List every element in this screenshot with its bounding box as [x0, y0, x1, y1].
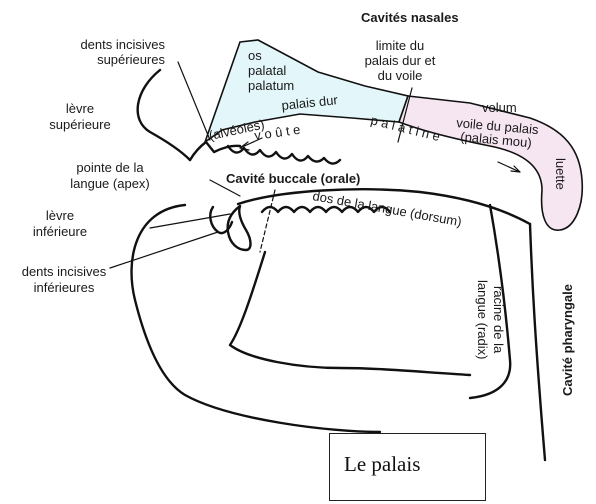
label-dents-inf-2: inférieures	[34, 280, 95, 295]
pharynx-outline	[530, 224, 545, 460]
label-os-2: palatal	[248, 63, 286, 78]
tongue-root-outline	[230, 252, 470, 375]
label-os-1: os	[248, 48, 262, 63]
leader-upper-incisors	[178, 62, 210, 140]
label-limite-1: limite du	[376, 38, 424, 53]
apex-dashed-line	[260, 190, 275, 252]
leader-lower-incisors	[110, 232, 218, 268]
label-levre-inf-1: lèvre	[46, 208, 74, 223]
label-limite-3: du voile	[378, 68, 423, 83]
label-cavite-buccale: Cavité buccale (orale)	[226, 171, 360, 186]
label-levre-inf-2: inférieure	[33, 224, 87, 239]
label-pointe-2: langue (apex)	[70, 176, 150, 191]
caption-text: Le palais	[344, 452, 420, 477]
label-luette: luette	[553, 158, 568, 190]
label-racine-1: racine de la	[491, 286, 506, 354]
label-racine-2: langue (radix)	[475, 280, 490, 360]
leader-lower-lip	[150, 214, 230, 228]
label-velum: velum	[482, 100, 517, 115]
label-os-3: palatum	[248, 78, 294, 93]
label-levre-sup-2: supérieure	[49, 117, 110, 132]
lower-lip-outline	[228, 206, 251, 250]
label-dents-inf-1: dents incisives	[22, 264, 107, 279]
caption-box: Le palais	[329, 433, 486, 501]
label-pointe-1: pointe de la	[76, 160, 144, 175]
chin-outline	[132, 205, 380, 432]
label-levre-sup-1: lèvre	[66, 101, 94, 116]
label-dents-sup-2: supérieures	[97, 52, 165, 67]
upper-lip-outline	[138, 70, 190, 160]
label-dents-sup-1: dents incisives	[80, 37, 165, 52]
label-cavites-nasales: Cavités nasales	[361, 10, 459, 25]
label-limite-2: palais dur et	[365, 53, 436, 68]
palate-arrow-right	[498, 162, 520, 172]
label-cavite-pharyngale: Cavité pharyngale	[560, 284, 575, 396]
